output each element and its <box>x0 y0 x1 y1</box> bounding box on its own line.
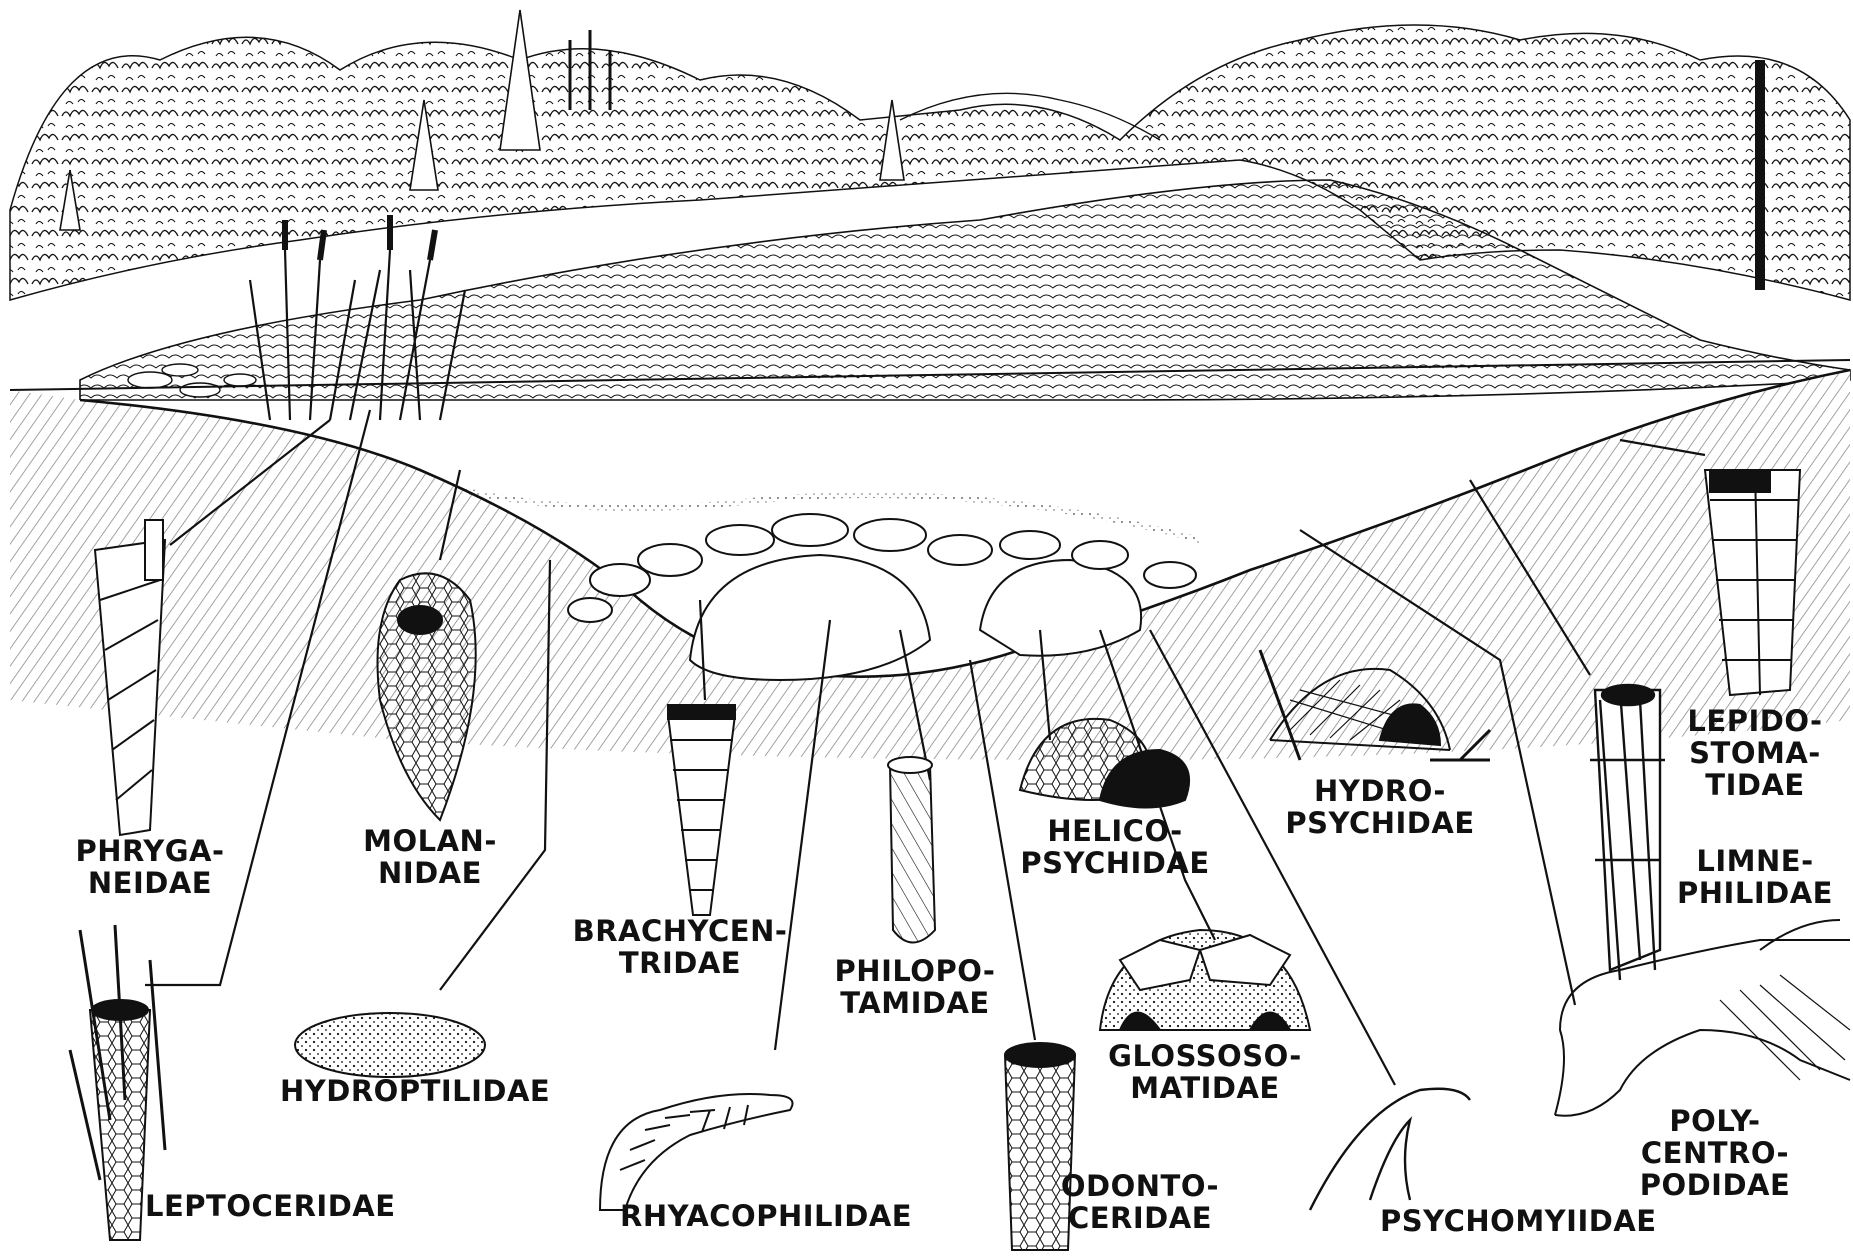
label-polycentropodidae: POLY- CENTRO- PODIDAE <box>1620 1105 1810 1201</box>
label-line: LEPTOCERIDAE <box>145 1190 396 1222</box>
label-line: NIDAE <box>345 857 515 889</box>
label-line: GLOSSOSO- <box>1100 1040 1310 1072</box>
philopotamidae-case <box>888 757 935 943</box>
label-molannidae: MOLAN- NIDAE <box>345 825 515 889</box>
label-line: STOMA- <box>1675 737 1835 769</box>
label-line: PODIDAE <box>1620 1169 1810 1201</box>
label-line: PHILOPO- <box>820 955 1010 987</box>
hydroptilidae-case <box>295 1013 485 1077</box>
label-psychomyiidae: PSYCHOMYIIDAE <box>1380 1205 1657 1237</box>
label-line: PSYCHOMYIIDAE <box>1380 1205 1657 1237</box>
label-limnephilidae: LIMNE- PHILIDAE <box>1665 845 1845 909</box>
label-line: HELICO- <box>1015 815 1215 847</box>
label-line: PHILIDAE <box>1665 877 1845 909</box>
label-leptoceridae: LEPTOCERIDAE <box>145 1190 396 1222</box>
label-line: HYDRO- <box>1275 775 1485 807</box>
label-line: POLY- <box>1620 1105 1810 1137</box>
label-line: LIMNE- <box>1665 845 1845 877</box>
label-line: PSYCHIDAE <box>1275 807 1485 839</box>
label-odontoceridae: ODONTO- CERIDAE <box>1055 1170 1225 1234</box>
label-hydropsychidae: HYDRO- PSYCHIDAE <box>1275 775 1485 839</box>
label-line: LEPIDO- <box>1675 705 1835 737</box>
label-line: PHRYGA- <box>60 835 240 867</box>
label-brachycentridae: BRACHYCEN- TRIDAE <box>565 915 795 979</box>
label-philopotamidae: PHILOPO- TAMIDAE <box>820 955 1010 1019</box>
label-line: ODONTO- <box>1055 1170 1225 1202</box>
label-line: BRACHYCEN- <box>565 915 795 947</box>
label-line: TRIDAE <box>565 947 795 979</box>
label-rhyacophilidae: RHYACOPHILIDAE <box>620 1200 912 1232</box>
label-lepidostomatidae: LEPIDO- STOMA- TIDAE <box>1675 705 1835 801</box>
label-line: MATIDAE <box>1100 1072 1310 1104</box>
label-hydroptilidae: HYDROPTILIDAE <box>280 1075 550 1107</box>
label-helicopsychidae: HELICO- PSYCHIDAE <box>1015 815 1215 879</box>
label-line: RHYACOPHILIDAE <box>620 1200 912 1232</box>
label-line: TAMIDAE <box>820 987 1010 1019</box>
label-line: PSYCHIDAE <box>1015 847 1215 879</box>
label-line: MOLAN- <box>345 825 515 857</box>
label-glossosomatidae: GLOSSOSO- MATIDAE <box>1100 1040 1310 1104</box>
label-line: CERIDAE <box>1055 1202 1225 1234</box>
label-line: HYDROPTILIDAE <box>280 1075 550 1107</box>
label-phryganeidae: PHRYGA- NEIDAE <box>60 835 240 899</box>
label-line: NEIDAE <box>60 867 240 899</box>
label-line: TIDAE <box>1675 769 1835 801</box>
label-line: CENTRO- <box>1620 1137 1810 1169</box>
